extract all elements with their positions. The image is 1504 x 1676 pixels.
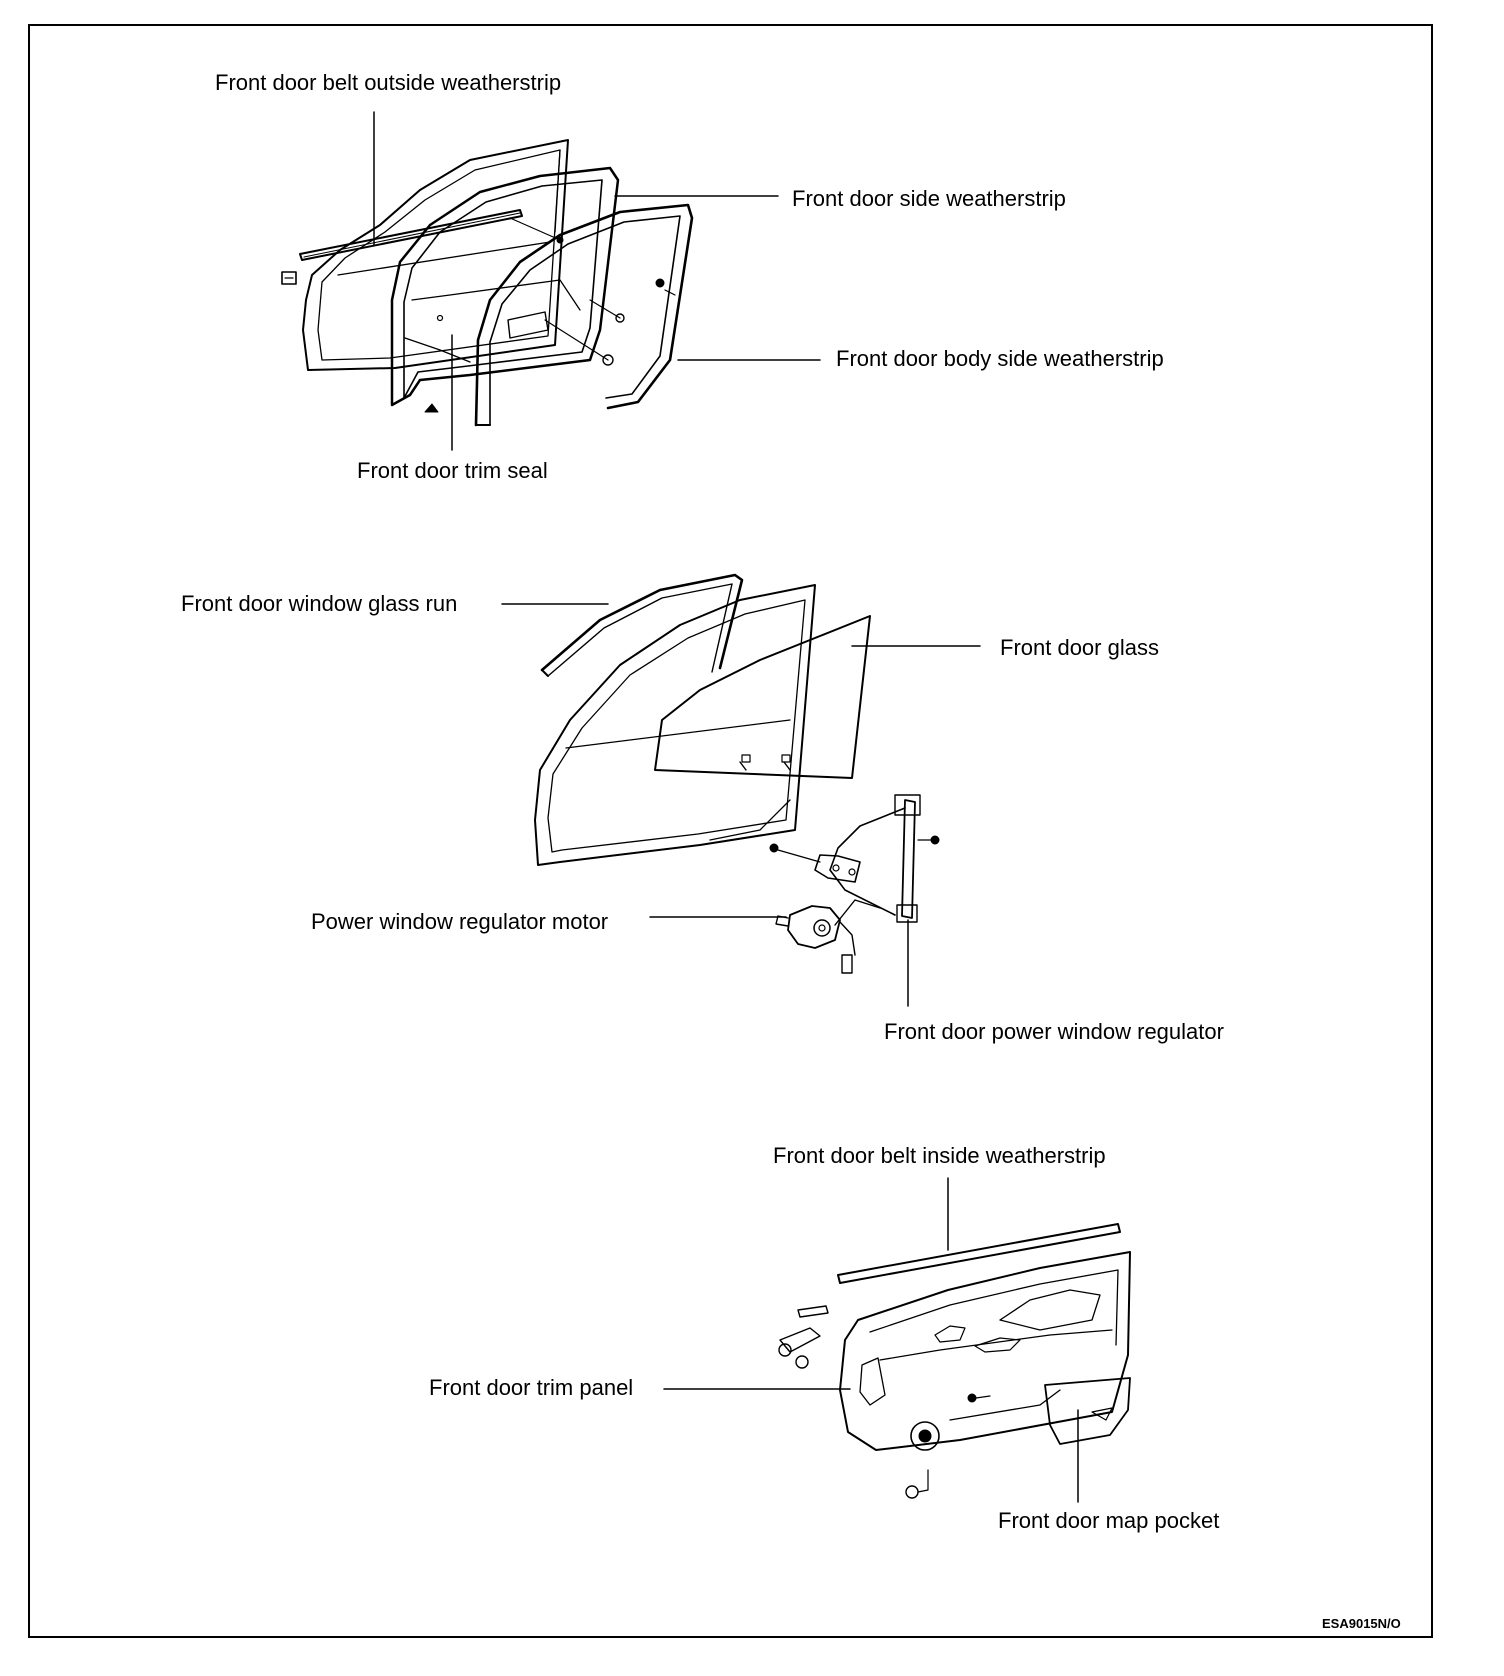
door-shell-2	[534, 584, 816, 866]
label-power-window-regulator: Front door power window regulator	[884, 1019, 1224, 1044]
label-map-pocket: Front door map pocket	[998, 1508, 1220, 1533]
label-trim-seal: Front door trim seal	[357, 458, 548, 483]
label-belt-inside-weatherstrip: Front door belt inside weatherstrip	[773, 1143, 1106, 1168]
trim-seal	[390, 166, 620, 407]
power-window-regulator	[814, 794, 921, 923]
regulator-motor	[775, 899, 881, 974]
leader-lines	[373, 111, 1079, 1503]
label-door-glass: Front door glass	[1000, 635, 1159, 660]
bolt-icon	[655, 278, 665, 288]
belt-inside-weatherstrip	[837, 1223, 1121, 1284]
glass-run	[540, 573, 744, 677]
bolt-icon	[769, 843, 779, 853]
section-weatherstrips	[281, 139, 694, 427]
clip-icon	[281, 271, 297, 285]
bolt-icon	[602, 354, 614, 366]
map-pocket	[1044, 1377, 1131, 1445]
door-glass	[654, 615, 871, 779]
belt-outside-weatherstrip	[299, 209, 523, 261]
screw-icon	[967, 1393, 977, 1403]
label-regulator-motor: Power window regulator motor	[311, 909, 609, 934]
handle-parts	[778, 1305, 829, 1369]
section-glass-regulator	[534, 573, 940, 974]
screw-icon	[905, 1485, 919, 1499]
diagram-frame	[28, 24, 1433, 1638]
label-glass-run: Front door window glass run	[181, 591, 458, 616]
side-weatherstrip	[474, 203, 694, 427]
label-side-weatherstrip: Front door side weatherstrip	[792, 186, 1066, 211]
label-trim-panel: Front door trim panel	[429, 1375, 634, 1400]
label-body-side-weatherstrip: Front door body side weatherstrip	[836, 346, 1164, 371]
clip-icon	[424, 403, 439, 413]
bolt-icon	[930, 835, 940, 845]
trim-panel	[839, 1251, 1131, 1451]
section-trim-panel	[778, 1223, 1131, 1499]
figure-code: ESA9015N/O	[1322, 1616, 1401, 1631]
bolt-icon	[615, 313, 625, 323]
label-belt-outside-weatherstrip: Front door belt outside weatherstrip	[215, 70, 562, 95]
